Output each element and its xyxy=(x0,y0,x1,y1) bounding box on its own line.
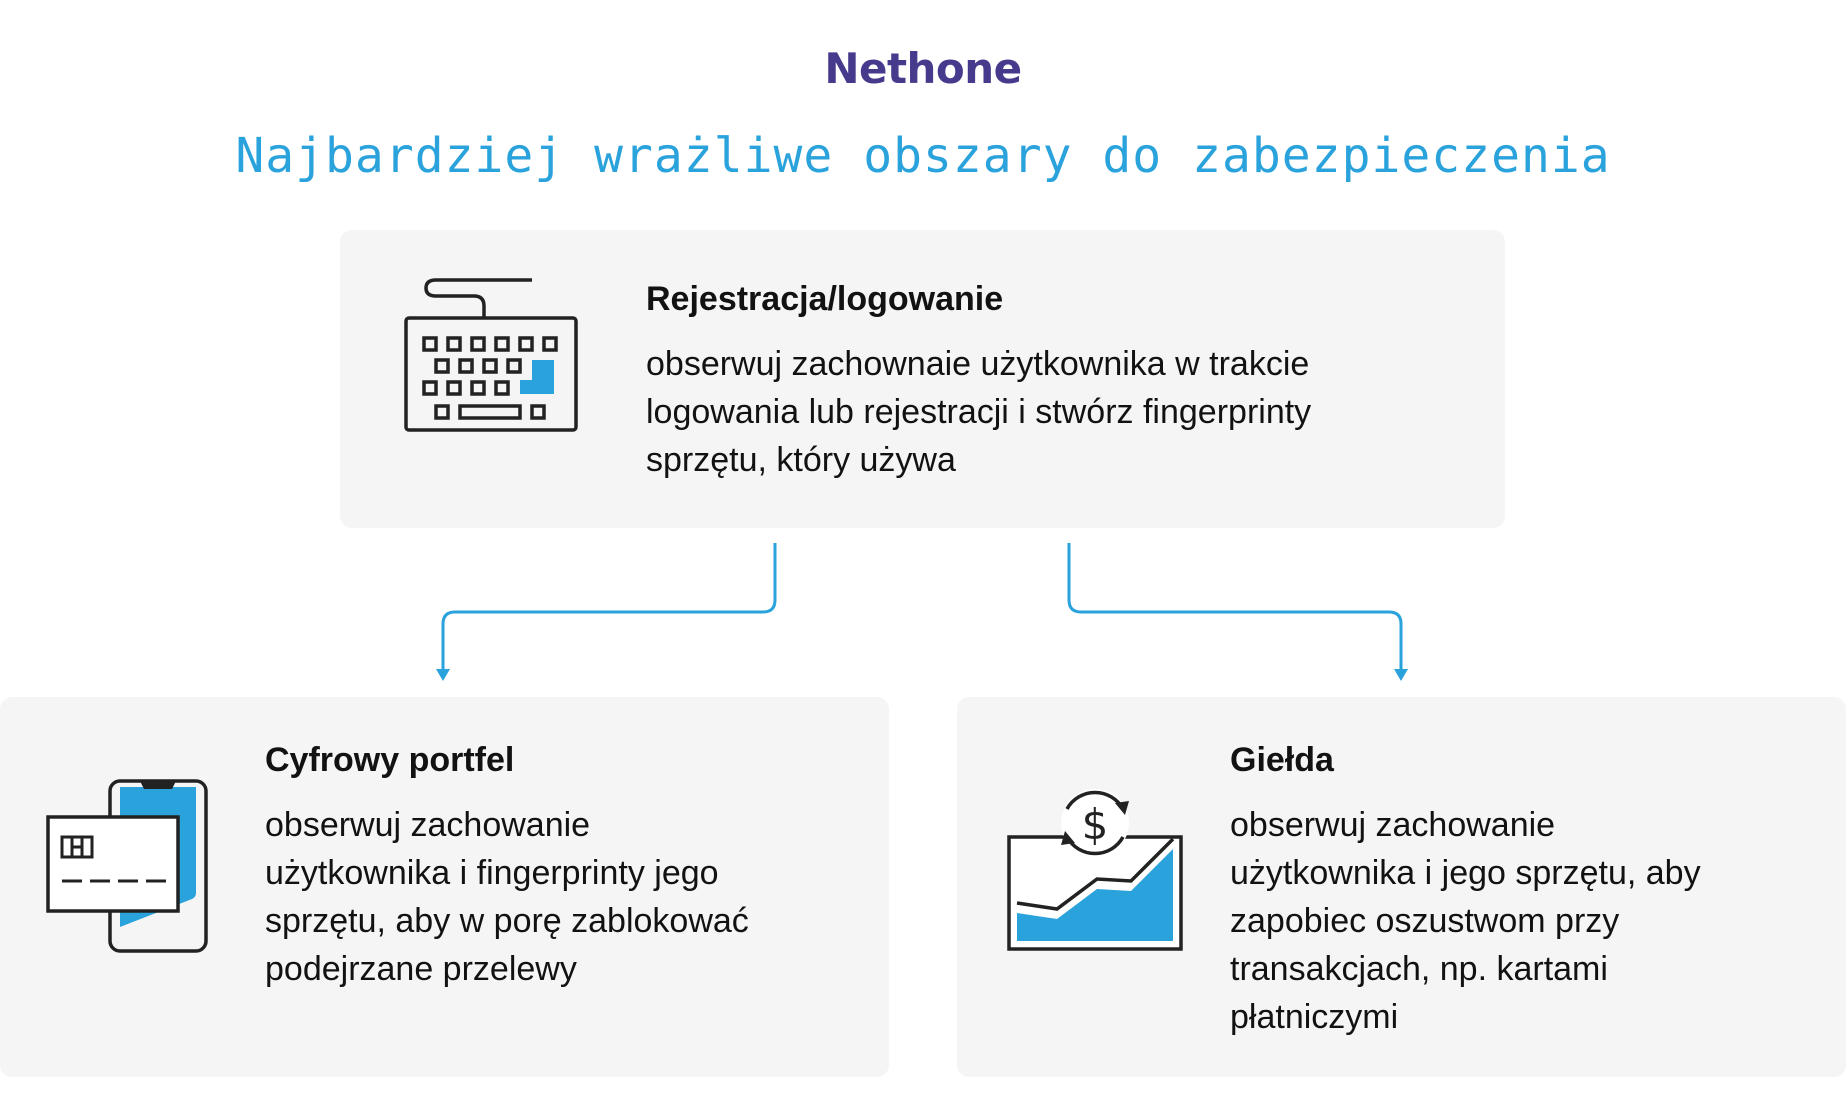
dollar-chart-icon: $ xyxy=(1007,789,1183,951)
text-line: obserwuj zachowanie xyxy=(1230,806,1556,844)
arrowhead-exchange xyxy=(1394,669,1408,681)
svg-text:$: $ xyxy=(1082,800,1109,849)
node-title-registration: Rejestracja/logowanie xyxy=(646,280,1004,318)
text-line: obserwuj zachowanie xyxy=(265,806,591,844)
node-registration: Rejestracja/logowanie obserwuj zachownai… xyxy=(340,230,1505,528)
node-wallet: Cyfrowy portfel obserwuj zachowanie użyt… xyxy=(0,697,889,1077)
edge-registration-wallet xyxy=(441,543,777,672)
brand-logo: Nethone xyxy=(824,44,1022,93)
node-text-exchange: obserwuj zachowanie użytkownika i jego s… xyxy=(1230,801,1701,1041)
text-line: podejrzane przelewy xyxy=(265,950,577,988)
card-phone-icon xyxy=(46,779,208,953)
edge-registration-exchange xyxy=(1067,543,1403,672)
text-line: logowania lub rejestracji i stwórz finge… xyxy=(646,393,1312,431)
page-title: Najbardziej wrażliwe obszary do zabezpie… xyxy=(235,128,1611,184)
node-text-wallet: obserwuj zachowanie użytkownika i finger… xyxy=(265,801,749,993)
text-line: sprzętu, który używa xyxy=(646,441,956,479)
text-line: sprzętu, aby w porę zablokować xyxy=(265,902,749,940)
text-line: zapobiec oszustwom przy xyxy=(1230,902,1620,940)
node-text-registration: obserwuj zachownaie użytkownika w trakci… xyxy=(646,340,1311,484)
text-line: transakcjach, np. kartami xyxy=(1230,950,1608,988)
arrowhead-wallet xyxy=(436,669,450,681)
text-line: obserwuj zachownaie użytkownika w trakci… xyxy=(646,345,1310,383)
text-line: płatniczymi xyxy=(1230,998,1399,1036)
node-title-exchange: Giełda xyxy=(1230,741,1334,779)
node-exchange: $ Giełda obserwuj zachowanie użytkownika… xyxy=(957,697,1846,1077)
text-line: użytkownika i fingerprinty jego xyxy=(265,854,719,892)
keyboard-icon xyxy=(404,278,578,432)
text-line: użytkownika i jego sprzętu, aby xyxy=(1230,854,1701,892)
node-title-wallet: Cyfrowy portfel xyxy=(265,741,515,779)
